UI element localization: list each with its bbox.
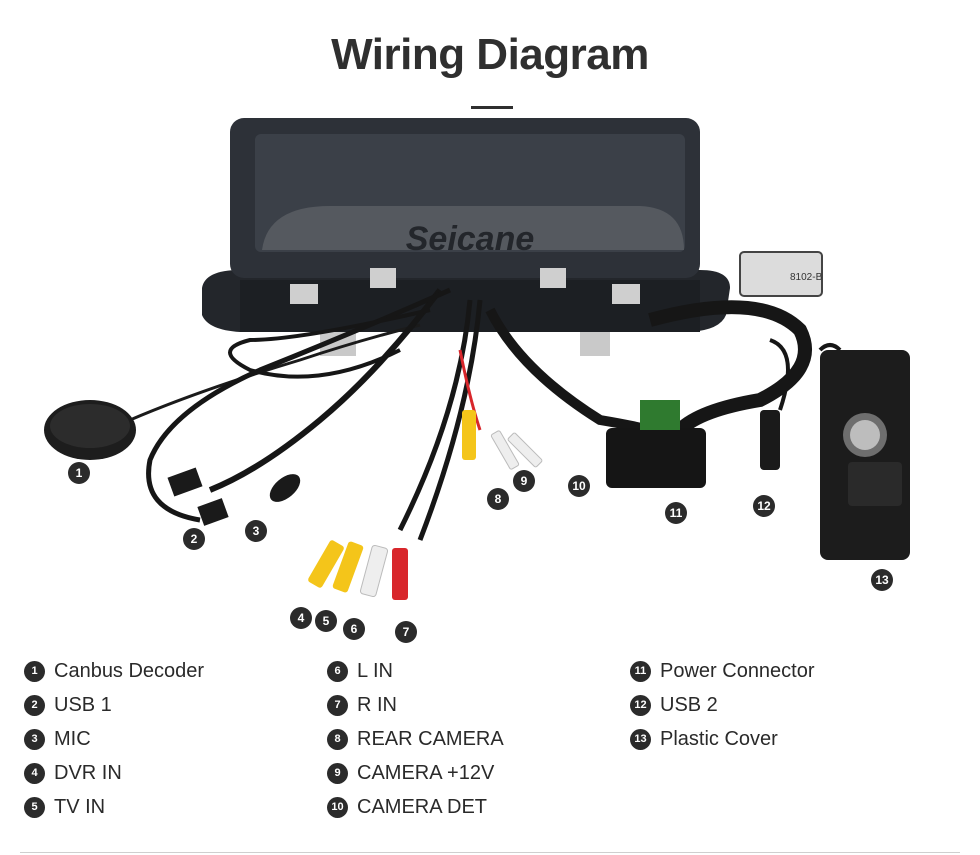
- callout-12: 12: [753, 495, 775, 517]
- head-unit-label: 8102-B: [790, 272, 823, 283]
- legend-item: 4 DVR IN: [24, 756, 204, 790]
- legend-number: 10: [327, 796, 348, 818]
- legend-item: 9 CAMERA +12V: [327, 756, 504, 790]
- callout-2: 2: [183, 528, 205, 550]
- legend-number: 12: [630, 694, 651, 716]
- legend-number: 4: [24, 762, 45, 784]
- legend-number: 9: [327, 762, 348, 784]
- legend-label: Power Connector: [660, 659, 815, 682]
- legend-label: TV IN: [54, 795, 106, 818]
- legend-label: USB 1: [54, 693, 112, 716]
- page-title: Wiring Diagram: [331, 30, 649, 79]
- brand-watermark: Seicane: [406, 220, 535, 258]
- legend-label: MIC: [54, 727, 91, 750]
- title-underline: [471, 106, 513, 109]
- callout-13: 13: [871, 569, 893, 591]
- callout-6: 6: [343, 618, 365, 640]
- legend-item: 1 Canbus Decoder: [24, 654, 204, 688]
- legend-number: 11: [630, 660, 651, 682]
- legend-label: REAR CAMERA: [357, 727, 504, 750]
- legend-label: DVR IN: [54, 761, 122, 784]
- legend-label: USB 2: [660, 693, 718, 716]
- legend-label: CAMERA DET: [357, 795, 488, 818]
- bottom-divider: [20, 852, 960, 853]
- product-photo: Seicane 8102-B: [44, 118, 910, 600]
- legend-column-3: 11 Power Connector 12 USB 2 13 Plastic Cove…: [630, 654, 815, 756]
- callout-1: 1: [68, 462, 90, 484]
- callout-5: 5: [315, 610, 337, 632]
- legend-item: 12 USB 2: [630, 688, 815, 722]
- legend-item: 5 TV IN: [24, 790, 204, 824]
- legend-item: 6 L IN: [327, 654, 504, 688]
- legend-item: 11 Power Connector: [630, 654, 815, 688]
- callout-7: 7: [395, 621, 417, 643]
- legend-item: 3 MIC: [24, 722, 204, 756]
- legend-label: CAMERA +12V: [357, 761, 495, 784]
- legend-number: 1: [24, 660, 45, 682]
- legend-item: 7 R IN: [327, 688, 504, 722]
- callout-4: 4: [290, 607, 312, 629]
- legend-label: Canbus Decoder: [54, 659, 205, 682]
- legend-number: 7: [327, 694, 348, 716]
- legend-number: 3: [24, 728, 45, 750]
- legend-label: L IN: [357, 659, 393, 682]
- legend-column-1: 1 Canbus Decoder 2 USB 1 3 MIC 4 DVR IN 5 TV …: [24, 654, 204, 824]
- legend-column-2: 6 L IN 7 R IN 8 REAR CAMERA 9 CAMERA +12V 10…: [327, 654, 504, 824]
- legend-item: 10 CAMERA DET: [327, 790, 504, 824]
- callout-3: 3: [245, 520, 267, 542]
- legend-number: 6: [327, 660, 348, 682]
- legend-label: Plastic Cover: [660, 727, 778, 750]
- legend-label: R IN: [357, 693, 397, 716]
- callout-8: 8: [487, 488, 509, 510]
- legend-item: 2 USB 1: [24, 688, 204, 722]
- callout-10: 10: [568, 475, 590, 497]
- legend-number: 5: [24, 796, 45, 818]
- callout-11: 11: [665, 502, 687, 524]
- legend-number: 8: [327, 728, 348, 750]
- legend-number: 2: [24, 694, 45, 716]
- callout-9: 9: [513, 470, 535, 492]
- legend-item: 8 REAR CAMERA: [327, 722, 504, 756]
- legend-item: 13 Plastic Cover: [630, 722, 815, 756]
- legend-number: 13: [630, 728, 651, 750]
